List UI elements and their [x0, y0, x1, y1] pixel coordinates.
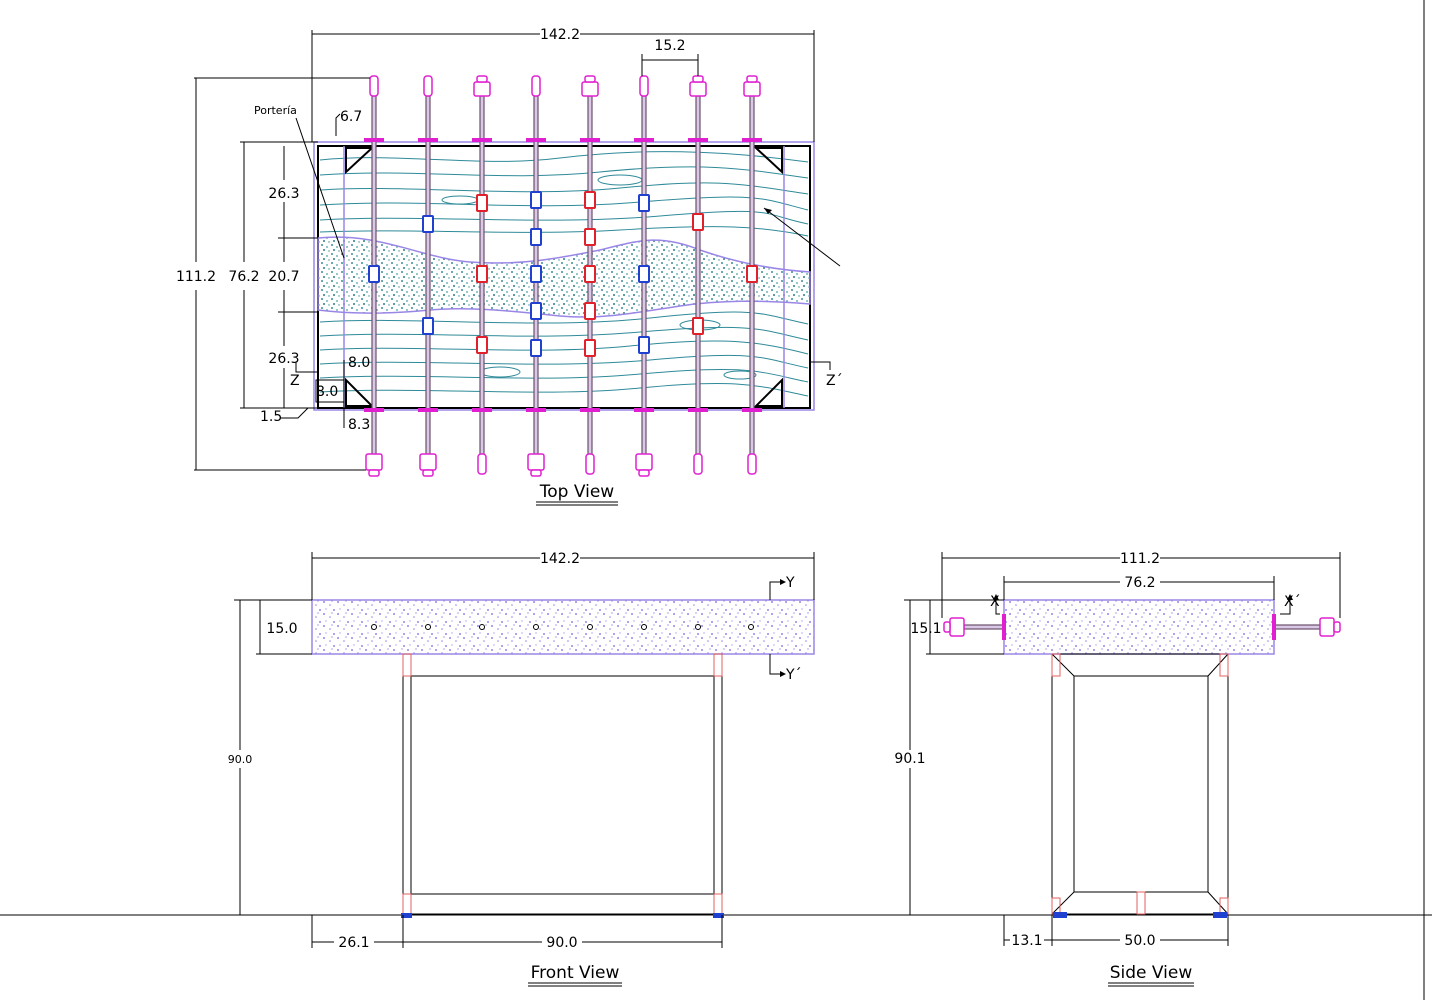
dim-side-band: 26.3 — [268, 186, 299, 202]
section-y2-label: Y´ — [785, 667, 802, 683]
top-dimensions: 142.2 15.2 111.2 76.2 26.3 20.7 — [176, 27, 843, 471]
dim-corner-b: 8.0 — [316, 384, 338, 400]
dim-goal-offset: 6.7 — [340, 109, 362, 125]
section-x-label: X — [990, 594, 1000, 610]
handle-icon — [1319, 617, 1335, 637]
dim-rod-spacing: 15.2 — [654, 38, 685, 54]
dim-side-leg-span: 50.0 — [1124, 933, 1155, 949]
side-view-title: Side View — [1110, 963, 1193, 983]
dim-front-top-thickness: 15.0 — [266, 621, 297, 637]
front-view-title: Front View — [531, 963, 620, 983]
center-band — [317, 236, 811, 318]
player-red — [476, 194, 488, 212]
front-view: Y Y´ 142.2 15.0 90.0 26.1 90.0 Front Vie… — [228, 551, 815, 987]
handle-icon — [368, 469, 380, 477]
section-x2-label: X´ — [1284, 594, 1301, 610]
dim-field-width: 76.2 — [228, 269, 259, 285]
dim-rod-offset: 8.3 — [348, 417, 370, 433]
section-z-label: Z — [290, 373, 300, 389]
dim-side-overhang: 13.1 — [1011, 933, 1042, 949]
dim-front-length: 142.2 — [540, 551, 580, 567]
dim-front-height: 90.0 — [228, 753, 253, 766]
goal-label: Portería — [254, 104, 297, 117]
side-tabletop — [1003, 599, 1275, 655]
wood-grain — [319, 151, 809, 397]
rod-7 — [689, 75, 707, 475]
rod-2 — [419, 75, 437, 477]
rod-holes — [371, 624, 754, 630]
dim-side-band-b: 26.3 — [268, 351, 299, 367]
section-z2-label: Z´ — [826, 373, 843, 389]
section-y-label: Y — [785, 575, 795, 591]
top-view-title: Top View — [539, 482, 615, 502]
dim-side-body: 76.2 — [1124, 575, 1155, 591]
dim-side-height: 90.1 — [894, 751, 925, 767]
player-blue — [368, 265, 380, 283]
handle-icon — [369, 75, 379, 97]
front-tabletop — [311, 599, 815, 655]
dim-front-leg-span: 90.0 — [546, 935, 577, 951]
dim-top-length: 142.2 — [540, 27, 580, 43]
dim-front-overhang: 26.1 — [338, 935, 369, 951]
side-view: X X´ 111.2 76.2 15.1 90.1 13.1 50.0 S — [894, 551, 1341, 987]
handle-icon — [949, 617, 965, 637]
handle-icon — [365, 453, 383, 471]
dim-middle-band: 20.7 — [268, 269, 299, 285]
top-view: 142.2 15.2 111.2 76.2 26.3 20.7 — [176, 27, 843, 506]
dim-side-overall: 111.2 — [1120, 551, 1160, 567]
dim-side-top-thickness: 15.1 — [910, 621, 941, 637]
dim-edge: 1.5 — [260, 409, 282, 425]
dim-overall-width: 111.2 — [176, 269, 216, 285]
dim-corner-a: 8.0 — [348, 355, 370, 371]
players — [368, 191, 758, 357]
